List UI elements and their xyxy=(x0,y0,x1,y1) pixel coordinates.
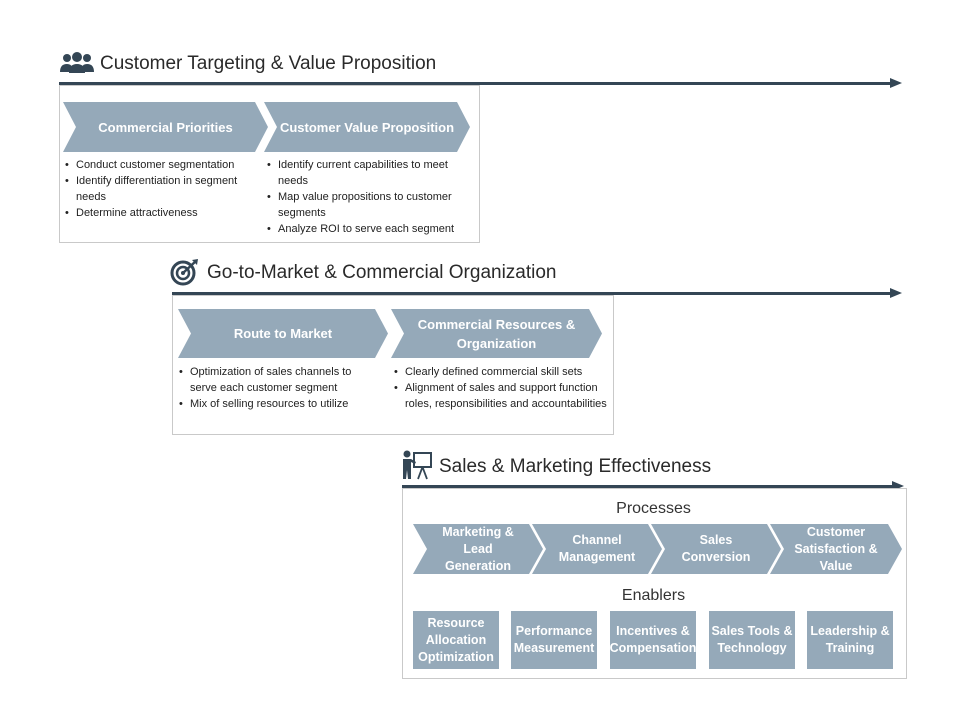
list-item: Determine attractiveness xyxy=(62,205,262,221)
step-commercial-resources-organization: Commercial Resources & Organization xyxy=(391,309,602,358)
section-title-go-to-market: Go-to-Market & Commercial Organization xyxy=(207,262,557,283)
arrow-head-icon xyxy=(890,288,902,298)
bullet-list-route-to-market: Optimization of sales channels to serve … xyxy=(176,364,381,412)
arrow-head-icon xyxy=(892,481,904,491)
list-item: Alignment of sales and support function … xyxy=(391,380,609,412)
enablers-heading: Enablers xyxy=(621,587,686,604)
step-route-to-market: Route to Market xyxy=(178,309,388,358)
target-icon xyxy=(170,258,200,286)
process-customer-satisfaction-value: Customer Satisfaction & Value xyxy=(770,524,902,574)
enabler-leadership-training: Leadership & Training xyxy=(807,611,893,669)
section-title-sales-marketing: Sales & Marketing Effectiveness xyxy=(439,456,712,477)
enabler-sales-tools-technology: Sales Tools & Technology xyxy=(709,611,795,669)
enabler-performance-measurement: Performance Measurement xyxy=(511,611,597,669)
arrow-head-icon xyxy=(890,78,902,88)
list-item: Identify differentiation in segment need… xyxy=(62,173,262,205)
bullet-list-commercial-resources: Clearly defined commercial skill sets Al… xyxy=(391,364,609,412)
process-sales-conversion: Sales Conversion xyxy=(651,524,781,574)
presenter-board-icon xyxy=(401,449,433,481)
list-item: Conduct customer segmentation xyxy=(62,157,262,173)
processes-heading: Processes xyxy=(616,500,691,517)
section-arrow-1 xyxy=(59,82,891,85)
section-title-customer-targeting: Customer Targeting & Value Proposition xyxy=(100,53,437,74)
enabler-incentives-compensation: Incentives & Compensation xyxy=(610,611,696,669)
step-customer-value-proposition: Customer Value Proposition xyxy=(264,102,470,152)
people-group-icon xyxy=(59,52,95,74)
list-item: Identify current capabilities to meet ne… xyxy=(264,157,474,189)
section-arrow-2 xyxy=(172,292,891,295)
bullet-list-customer-value-proposition: Identify current capabilities to meet ne… xyxy=(264,157,474,237)
bullet-list-commercial-priorities: Conduct customer segmentation Identify d… xyxy=(62,157,262,221)
process-channel-management: Channel Management xyxy=(532,524,662,574)
list-item: Map value propositions to customer segme… xyxy=(264,189,474,221)
list-item: Optimization of sales channels to serve … xyxy=(176,364,381,396)
step-commercial-priorities: Commercial Priorities xyxy=(63,102,268,152)
section-arrow-3 xyxy=(402,485,893,488)
list-item: Mix of selling resources to utilize xyxy=(176,396,381,412)
list-item: Analyze ROI to serve each segment xyxy=(264,221,474,237)
process-marketing-lead-generation: Marketing & Lead Generation xyxy=(413,524,543,574)
enabler-resource-allocation: Resource Allocation Optimization xyxy=(413,611,499,669)
list-item: Clearly defined commercial skill sets xyxy=(391,364,609,380)
